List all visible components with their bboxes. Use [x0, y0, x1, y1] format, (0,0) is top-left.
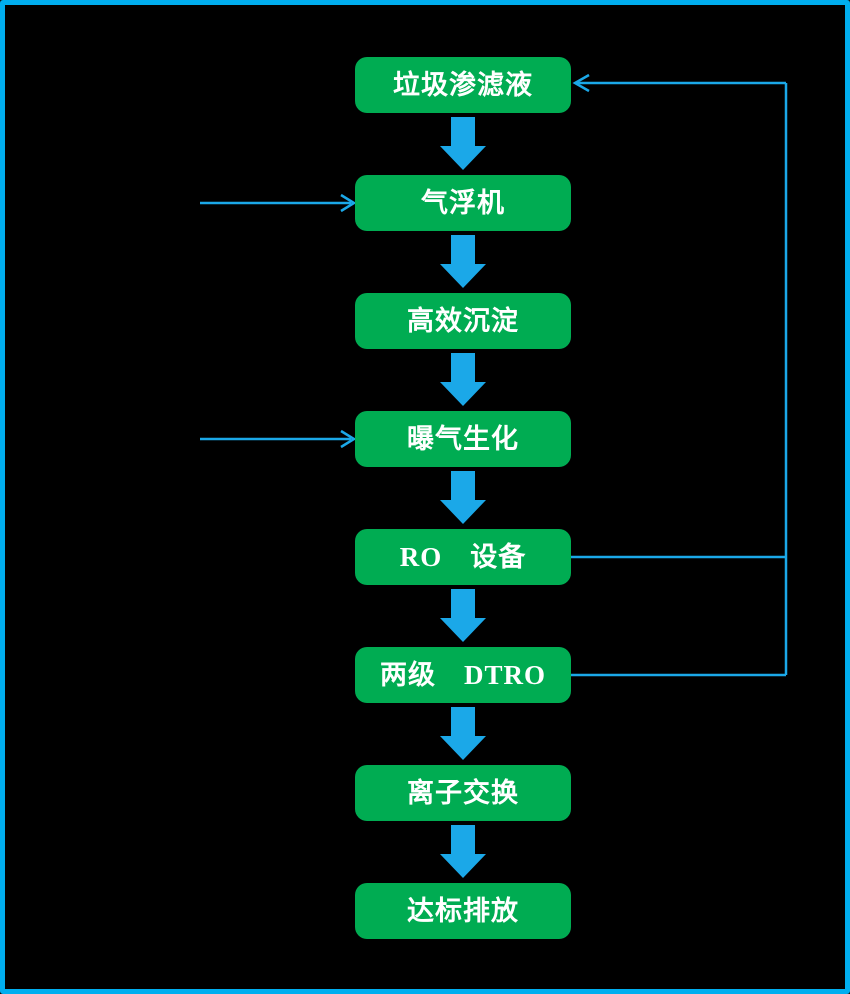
node-label: 高效沉淀 [407, 305, 519, 336]
down-block-arrow-icon [440, 471, 486, 524]
node-dtro: 两级 DTRO [355, 647, 571, 703]
down-block-arrow-icon [440, 707, 486, 760]
node-label: 曝气生化 [407, 423, 519, 454]
node-leachate: 垃圾渗滤液 [355, 57, 571, 113]
right-arrowhead-icon [340, 429, 357, 449]
down-block-arrow-icon [440, 589, 486, 642]
down-block-arrow-icon [440, 353, 486, 406]
node-sedimentation: 高效沉淀 [355, 293, 571, 349]
node-discharge: 达标排放 [355, 883, 571, 939]
connector-layer [200, 73, 788, 878]
node-label: RO 设备 [399, 541, 527, 572]
node-ion-exchange: 离子交换 [355, 765, 571, 821]
down-block-arrow-icon [440, 117, 486, 170]
down-block-arrow-icon [440, 825, 486, 878]
left-arrowhead-icon [572, 73, 590, 93]
node-ro-unit: RO 设备 [355, 529, 571, 585]
node-label: 气浮机 [421, 187, 505, 218]
node-aeration: 曝气生化 [355, 411, 571, 467]
down-block-arrow-icon [440, 235, 486, 288]
node-flotation: 气浮机 [355, 175, 571, 231]
node-label: 离子交换 [407, 777, 519, 808]
node-label: 两级 DTRO [379, 659, 546, 690]
node-label: 垃圾渗滤液 [393, 69, 533, 100]
right-arrowhead-icon [340, 193, 357, 213]
node-label: 达标排放 [407, 895, 519, 926]
